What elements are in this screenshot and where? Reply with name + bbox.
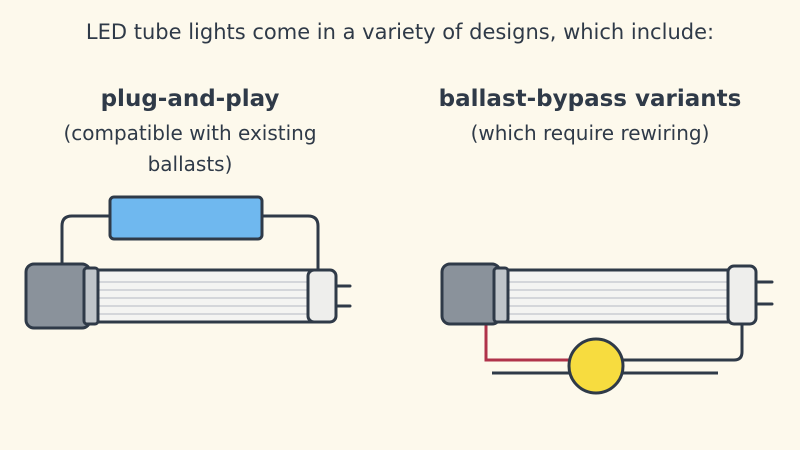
plug-and-play-subtitle: (compatible with existing ballasts) (63, 121, 317, 176)
right-tube-stripes (506, 281, 732, 315)
left-tube-pin-cap (306, 268, 338, 324)
left-tube-end-collar (82, 266, 100, 326)
right-neutral-wire (622, 318, 744, 362)
ballast-bypass-diagram (440, 262, 774, 395)
power-source-icon (567, 337, 625, 395)
plug-and-play-title: plug-and-play (100, 86, 280, 112)
ballast-bypass-subtitle: (which require rewiring) (470, 121, 710, 145)
right-tube-end-cap (440, 262, 502, 326)
left-tube-end-cap (24, 262, 92, 330)
right-tube-pin-cap (726, 264, 758, 326)
plug-and-play-diagram (24, 195, 352, 330)
left-ballast-wire-left (60, 214, 110, 268)
right-tube-end-collar (492, 266, 510, 324)
right-live-wire (484, 318, 570, 362)
ballast-bypass-title: ballast-bypass variants (438, 86, 742, 112)
ballast-icon (108, 195, 264, 241)
left-tube-stripes (96, 281, 312, 315)
left-ballast-wire-right (262, 214, 320, 276)
intro-text: LED tube lights come in a variety of des… (85, 20, 715, 44)
